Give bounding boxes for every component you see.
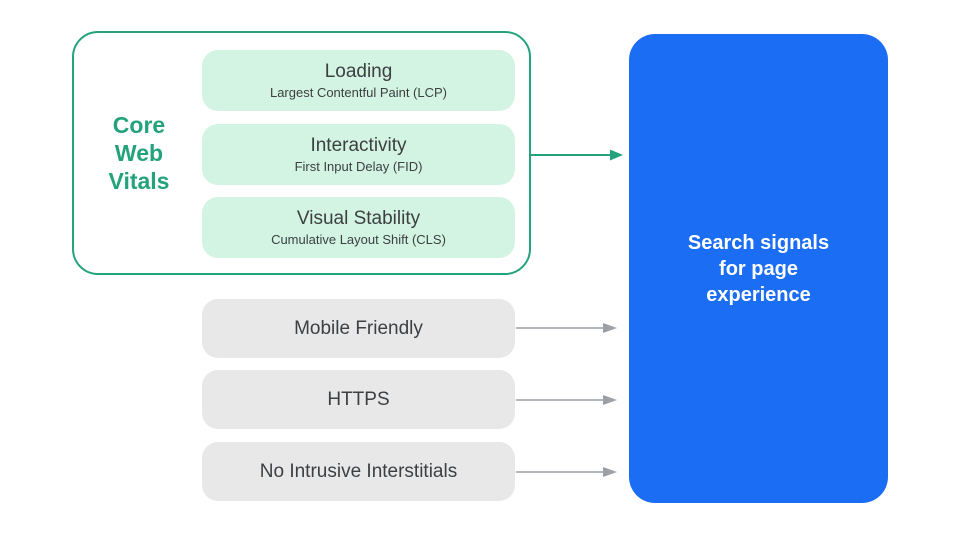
arrow-right-green-icon (530, 149, 623, 161)
vital-subtitle: First Input Delay (FID) (294, 158, 423, 174)
signal-card-no-intrusive-interstitials: No Intrusive Interstitials (202, 442, 515, 501)
vital-subtitle: Largest Contentful Paint (LCP) (269, 84, 448, 100)
arrow-right-gray-icon (516, 467, 617, 477)
arrow-right-gray-icon (516, 395, 617, 405)
signal-card-https: HTTPS (202, 370, 515, 429)
vital-title: Loading (324, 60, 393, 82)
core-web-vitals-label: Core Web Vitals (78, 31, 200, 275)
signal-label: Mobile Friendly (294, 317, 423, 339)
signal-label: No Intrusive Interstitials (259, 460, 458, 482)
vital-title: Visual Stability (296, 207, 421, 229)
search-signals-label: Search signals for page experience (687, 231, 830, 306)
vital-card-visual-stability: Visual Stability Cumulative Layout Shift… (202, 197, 515, 258)
vital-subtitle: Cumulative Layout Shift (CLS) (271, 231, 446, 247)
core-web-vitals-label-text: Core Web Vitals (108, 112, 170, 194)
search-signals-result-box: Search signals for page experience (629, 34, 888, 503)
core-web-vitals-group-box (72, 31, 531, 275)
signal-label: HTTPS (327, 388, 390, 410)
vital-card-loading: Loading Largest Contentful Paint (LCP) (202, 50, 515, 111)
arrow-right-gray-icon (516, 323, 617, 333)
vital-card-interactivity: Interactivity First Input Delay (FID) (202, 124, 515, 185)
signal-card-mobile-friendly: Mobile Friendly (202, 299, 515, 358)
vital-title: Interactivity (310, 134, 407, 156)
